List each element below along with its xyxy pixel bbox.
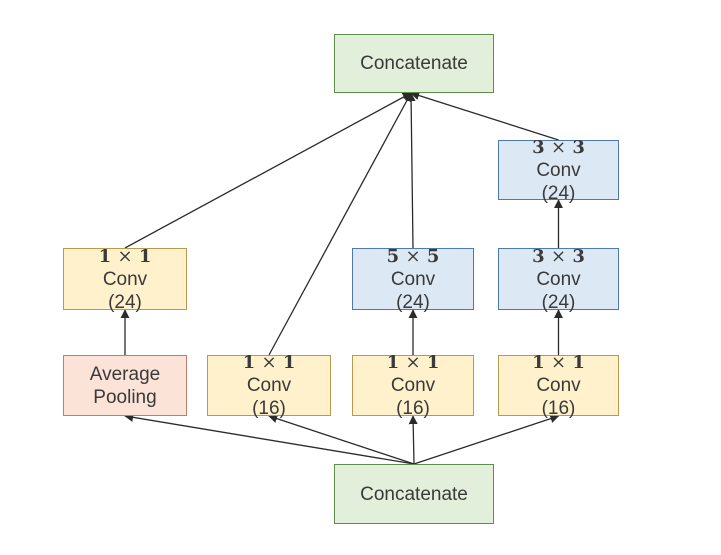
conv-1x1-branch4-kernel: 1 × 1 [532, 352, 585, 373]
conv-5x5-node: 5 × 5 Conv (24) [352, 245, 474, 313]
conv-3x3-top-channels: (24) [541, 182, 576, 204]
conv-3x3-top-kernel: 3 × 3 [532, 136, 585, 158]
concatenate-output-node: Concatenate [334, 34, 494, 93]
average-pooling-line2: Pooling [93, 386, 157, 408]
concatenate-input-node: Concatenate [334, 464, 494, 524]
conv-3x3-lower-kernel: 3 × 3 [532, 245, 585, 267]
conv-5x5-op: Conv [390, 268, 436, 290]
conv-1x1-branch3-node: 1 × 1 Conv (16) [352, 352, 474, 419]
conv-1x1-after-pool-kernel: 1 × 1 [98, 245, 152, 267]
average-pooling-line1: Average [89, 363, 161, 385]
conv-1x1-branch3-op: Conv [390, 375, 436, 396]
edge-conv3x3_b-to-concat_top [410, 91, 559, 141]
edge-concat_bottom-to-conv1x1_b2 [268, 414, 415, 465]
conv-1x1-branch3-kernel: 1 × 1 [386, 352, 440, 373]
edge-conv1x1_b2-to-concat_top [268, 92, 412, 356]
conv-3x3-lower-node: 3 × 3 Conv (24) [498, 245, 619, 313]
edge-concat_bottom-to-conv1x1_b4 [413, 414, 560, 465]
conv-1x1-after-pool-channels: (24) [108, 291, 142, 313]
edge-concat_bottom-to-conv1x1_b3 [408, 415, 418, 465]
conv-1x1-branch2-kernel: 1 × 1 [242, 352, 296, 373]
edge-conv5x5-to-concat_top [406, 92, 416, 249]
conv-3x3-lower-channels: (24) [541, 291, 576, 313]
conv-1x1-branch2-node: 1 × 1 Conv (16) [207, 352, 331, 419]
conv-3x3-top-op: Conv [536, 159, 581, 181]
conv-1x1-branch4-channels: (16) [541, 398, 576, 419]
conv-5x5-channels: (24) [396, 291, 430, 313]
conv-1x1-branch4-node: 1 × 1 Conv (16) [498, 352, 619, 419]
conv-1x1-branch3-channels: (16) [396, 398, 430, 419]
average-pooling-node: Average Pooling [63, 355, 187, 416]
conv-3x3-top-node: 3 × 3 Conv (24) [498, 137, 619, 204]
conv-1x1-after-pool-node: 1 × 1 Conv (24) [63, 245, 187, 313]
concatenate-output-label: Concatenate [360, 53, 468, 74]
edge-conv1x1_pool-to-concat_top [124, 92, 412, 249]
concatenate-input-label: Concatenate [360, 483, 468, 505]
conv-1x1-after-pool-op: Conv [102, 268, 148, 290]
conv-3x3-lower-op: Conv [536, 268, 581, 290]
conv-1x1-branch2-channels: (16) [252, 398, 286, 419]
conv-1x1-branch2-op: Conv [246, 375, 292, 396]
conv-5x5-kernel: 5 × 5 [386, 245, 440, 267]
edge-concat_bottom-to-avg_pool [124, 412, 415, 465]
conv-1x1-branch4-op: Conv [536, 375, 581, 396]
